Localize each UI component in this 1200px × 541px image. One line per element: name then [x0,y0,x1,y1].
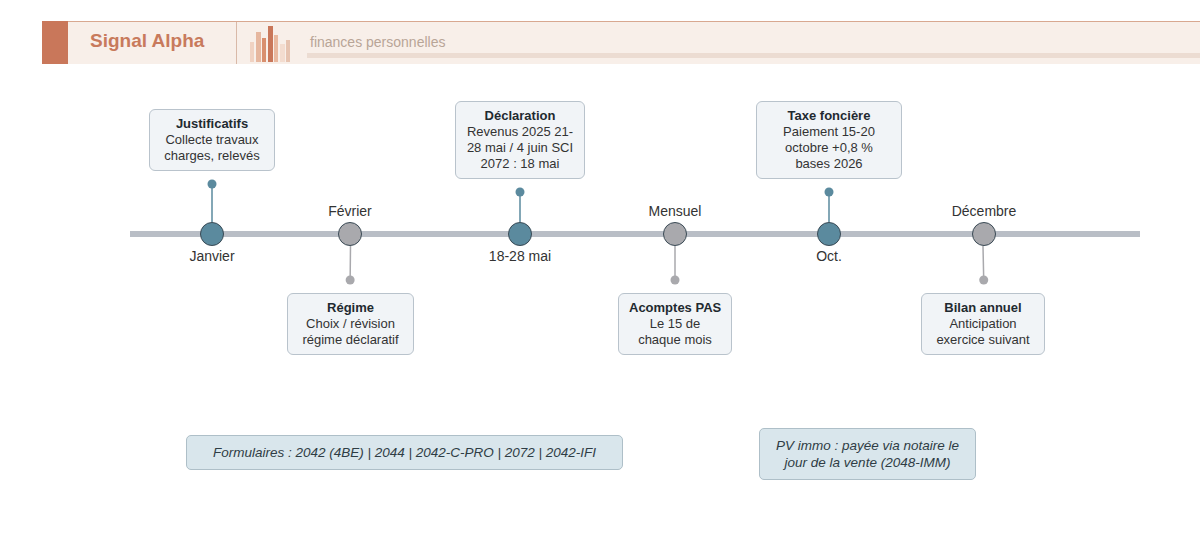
callout-heading: Déclaration [464,108,576,124]
stem-connector [519,179,521,222]
callout-body: Choix / révision régime déclaratif [296,316,405,348]
note-text: PV immo : payée via notaire le jour de l… [775,437,960,471]
icon-bar [256,32,261,62]
milestone-circle: Décembre [972,222,996,246]
icon-bar [268,26,273,62]
callout-heading: Régime [296,300,405,316]
stem-dot [516,188,525,197]
note-box: PV immo : payée via notaire le jour de l… [759,428,976,480]
callout-body: Collecte travaux charges, relevés [158,132,266,164]
callout-heading: Justificatifs [158,116,266,132]
bar-icon [250,26,290,62]
callout-body: Le 15 de chaque mois [629,316,721,348]
callout-heading: Bilan annuel [930,300,1036,316]
milestone-circle: Février [338,222,362,246]
milestone-circle: Oct. [817,222,841,246]
header-band [42,21,1200,64]
header-subtitle: finances personnelles [310,34,445,50]
header-accent [42,21,68,64]
stem-connector [674,246,676,293]
stem-connector [828,179,830,222]
callout-heading: Taxe foncière [769,108,889,124]
callout-box: RégimeChoix / révision régime déclaratif [287,293,414,355]
callout-heading: Acomptes PAS [629,300,721,316]
stem-dot [979,276,988,285]
icon-bar [250,42,254,62]
milestone-label: Janvier [189,248,234,264]
stem-connector [983,246,984,293]
milestone-circle: Janvier [200,222,224,246]
callout-box: JustificatifsCollecte travaux charges, r… [149,109,275,171]
milestone-label: Mensuel [649,203,702,219]
stem-dot [208,180,217,189]
icon-bar [286,40,290,62]
stem-connector [349,246,351,293]
milestone-circle: Mensuel [663,222,687,246]
note-box: Formulaires : 2042 (4BE) | 2044 | 2042-C… [186,435,623,470]
stem-dot [825,188,834,197]
note-text: Formulaires : 2042 (4BE) | 2044 | 2042-C… [197,444,612,461]
icon-bar [262,38,266,62]
header-title: Signal Alpha [90,30,204,52]
callout-box: DéclarationRevenus 2025 21-28 mai / 4 ju… [455,101,585,179]
header-divider [236,22,237,64]
callout-body: Revenus 2025 21-28 mai / 4 juin SCI 2072… [464,124,576,172]
milestone-label: 18-28 mai [489,248,551,264]
callout-body: Anticipation exercice suivant [930,316,1036,348]
header-underline [307,53,1200,58]
milestone-label: Oct. [816,248,842,264]
icon-bar [280,44,285,62]
icon-bar [274,35,278,62]
callout-box: Acomptes PASLe 15 de chaque mois [618,293,732,355]
callout-box: Bilan annuelAnticipation exercice suivan… [921,293,1045,355]
stem-dot [671,276,680,285]
stem-dot [346,276,355,285]
milestone-label: Février [328,203,372,219]
header-rule [42,21,1200,22]
stem-connector [211,171,213,222]
milestone-label: Décembre [952,203,1017,219]
milestone-circle: 18-28 mai [508,222,532,246]
callout-box: Taxe foncièrePaiement 15-20 octobre +0,8… [756,101,902,179]
callout-body: Paiement 15-20 octobre +0,8 % bases 2026 [769,124,889,172]
